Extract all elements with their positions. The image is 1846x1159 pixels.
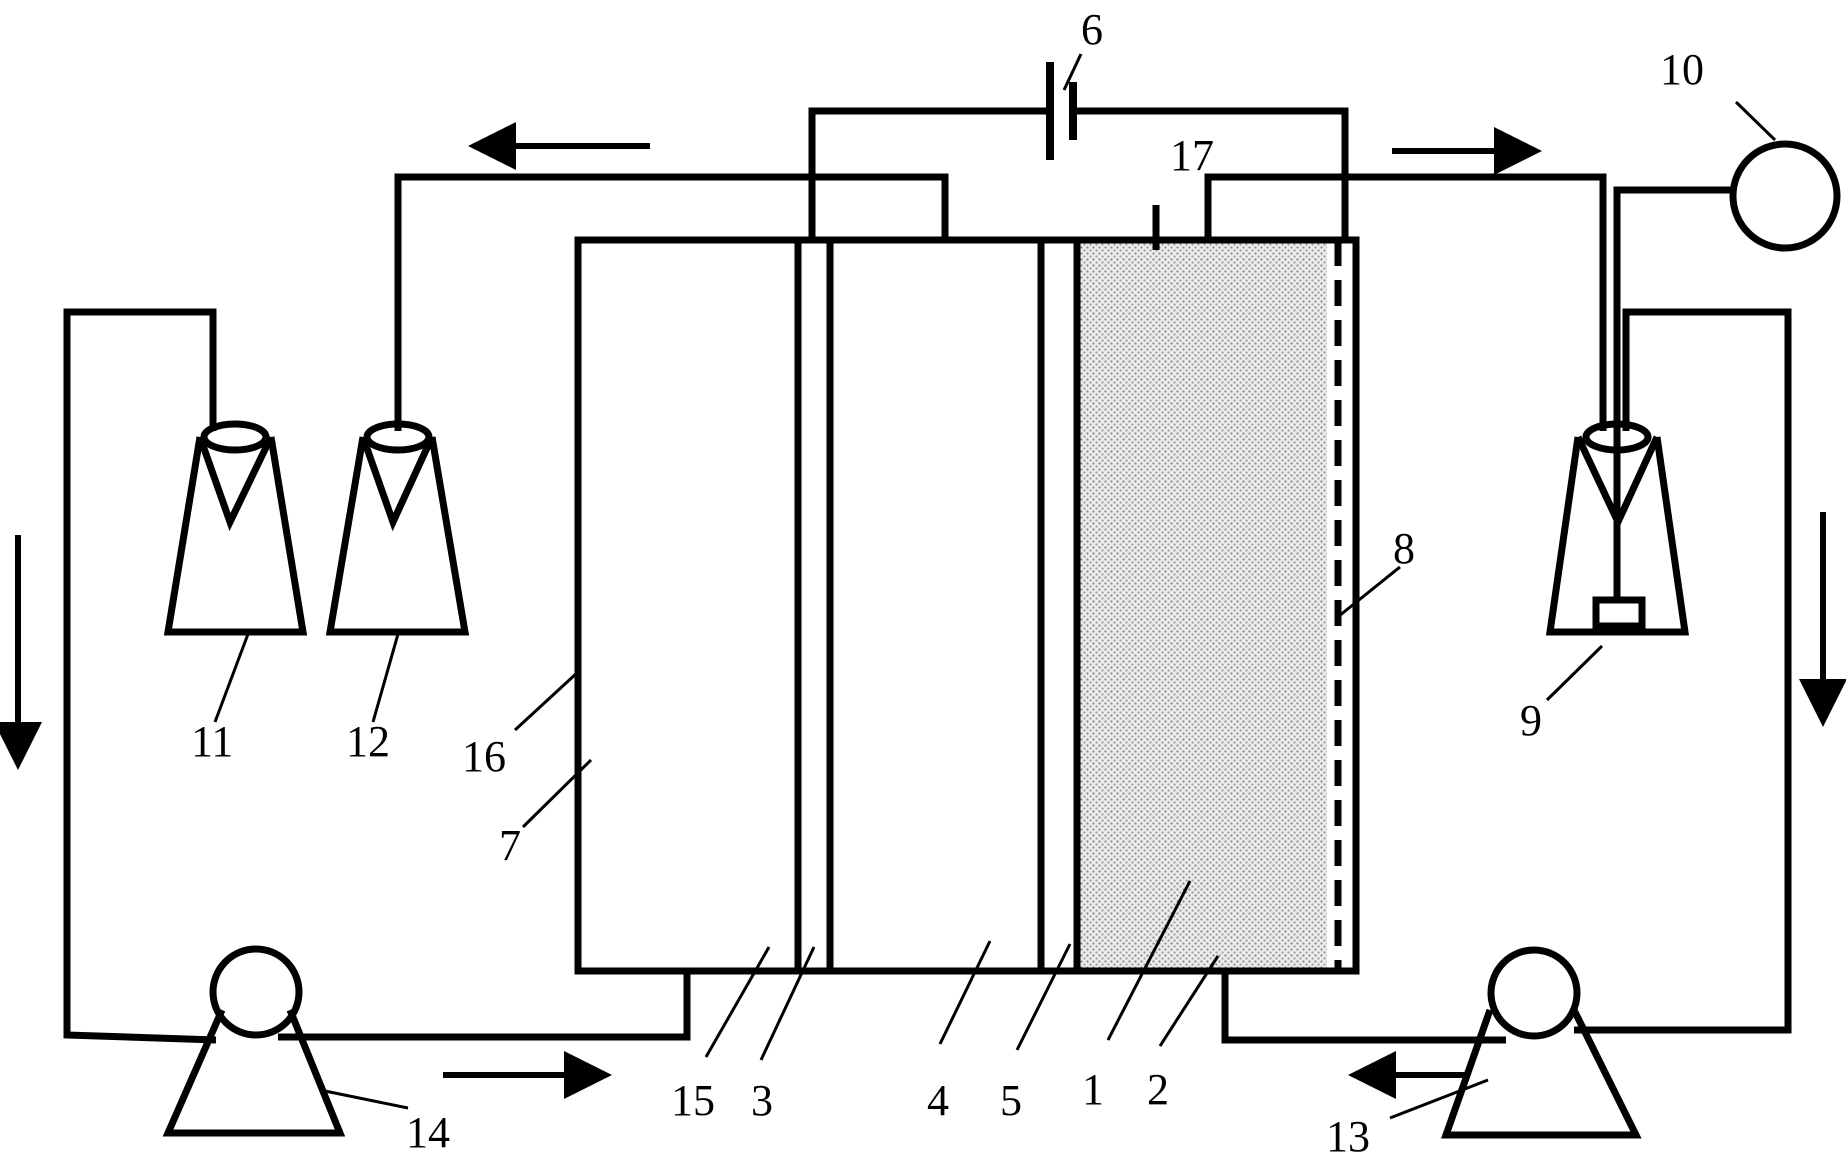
leader-7: [521, 758, 593, 829]
leader-12: [371, 633, 400, 723]
leader-lines: [213, 53, 1777, 1120]
label-10: 10: [1660, 45, 1704, 94]
left-circulation-loop: [63, 173, 949, 1137]
label-12: 12: [346, 717, 390, 766]
outlet-pipe-left: [394, 173, 949, 431]
number-labels: 1 2 3 4 5 6 7 8 9 10 11 12 13 14 15 16 1…: [191, 5, 1704, 1159]
power-circuit: [808, 62, 1349, 240]
label-15: 15: [671, 1076, 715, 1125]
reactor-housing: [574, 236, 1360, 975]
pump-14-outlet-pipe: [278, 971, 691, 1041]
loop-pipe-left: [63, 308, 217, 1044]
label-14: 14: [406, 1108, 450, 1157]
wire-right: [1073, 107, 1349, 240]
outlet-pipe-right: [1204, 173, 1607, 431]
leader-3: [759, 946, 816, 1061]
label-11: 11: [191, 717, 233, 766]
leader-10: [1734, 100, 1777, 142]
loop-pipe-right: [1574, 308, 1792, 1034]
label-7: 7: [499, 821, 521, 870]
reactor: [574, 236, 1360, 975]
granular-electrode-bed: [1077, 240, 1327, 971]
leader-11: [213, 633, 250, 723]
leader-1: [1106, 880, 1192, 1041]
leader-6: [1062, 53, 1083, 91]
label-5: 5: [1000, 1076, 1022, 1125]
leader-16: [513, 670, 580, 732]
leader-14: [319, 1088, 409, 1110]
stirrer-paddle: [1592, 596, 1646, 630]
membrane-3: [794, 236, 834, 975]
label-8: 8: [1393, 524, 1415, 573]
label-17: 17: [1170, 131, 1214, 180]
label-16: 16: [462, 732, 506, 781]
membrane-5: [1037, 236, 1081, 975]
flow-arrows: [0, 122, 1846, 1099]
label-1: 1: [1082, 1065, 1104, 1114]
stirrer-motor-10: [1613, 140, 1841, 437]
wire-left: [808, 107, 1047, 240]
pump-13-outlet-pipe: [1221, 971, 1506, 1044]
stirrer-motor-circle: [1729, 140, 1841, 252]
label-3: 3: [751, 1076, 773, 1125]
pump-14: [162, 945, 346, 1137]
leader-2: [1158, 955, 1220, 1047]
leader-15: [704, 946, 771, 1058]
right-circulation-loop: [1204, 140, 1841, 1139]
stirrer-drive-line: [1613, 186, 1733, 437]
vessel-12: [325, 420, 470, 636]
label-13: 13: [1326, 1112, 1370, 1159]
label-6: 6: [1081, 5, 1103, 54]
leader-13: [1389, 1078, 1489, 1120]
leader-4: [938, 940, 992, 1045]
label-4: 4: [927, 1076, 949, 1125]
vessel-11: [163, 420, 308, 636]
label-2: 2: [1147, 1065, 1169, 1114]
leader-5: [1015, 943, 1072, 1051]
label-9: 9: [1520, 696, 1542, 745]
leader-9: [1545, 644, 1604, 702]
vessel-9: [1545, 420, 1690, 636]
leader-8: [1338, 565, 1401, 618]
